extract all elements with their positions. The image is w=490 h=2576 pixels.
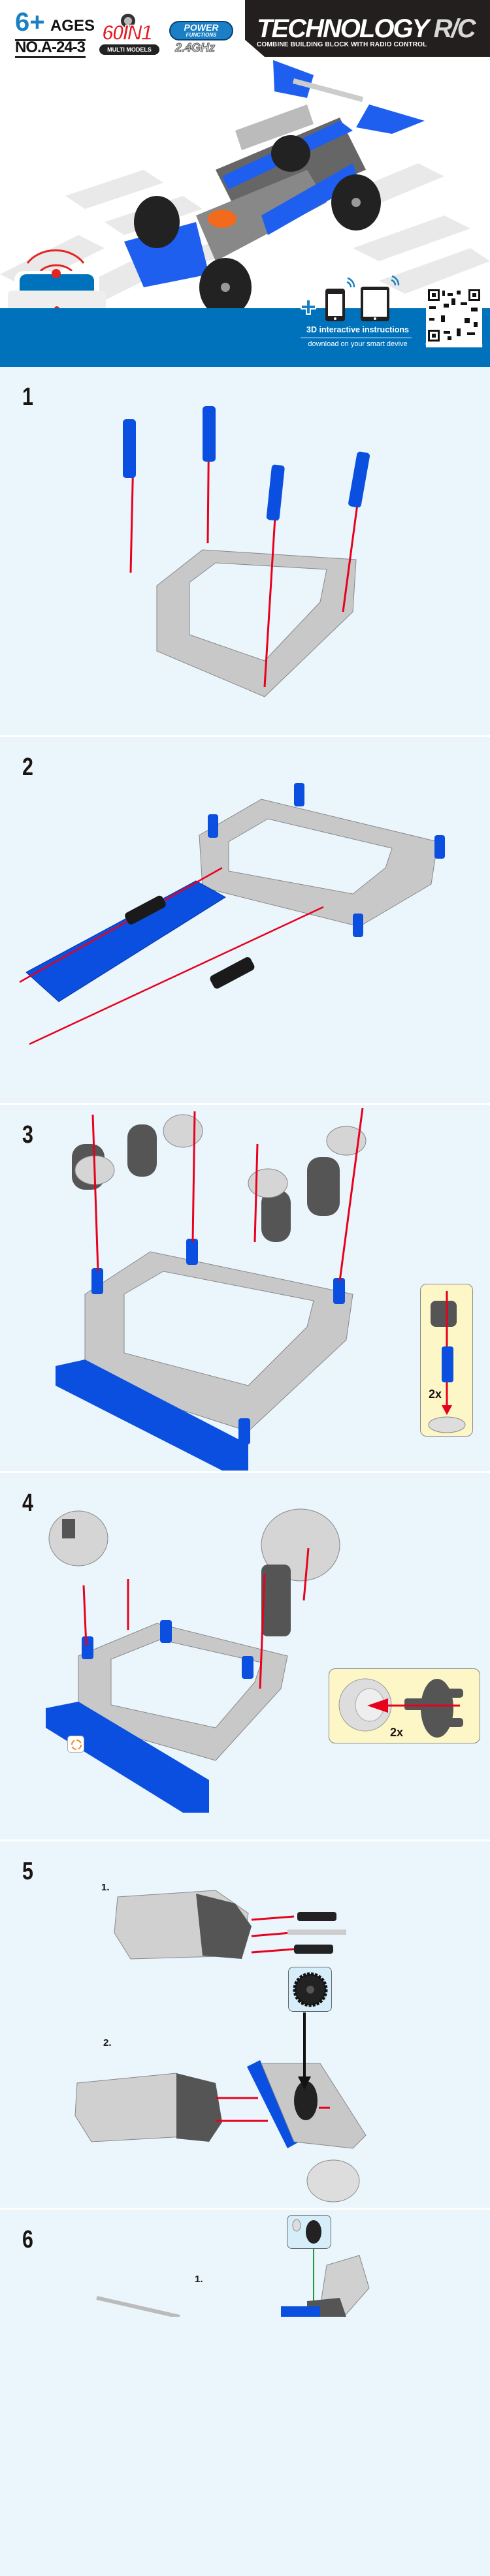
axle — [287, 1930, 346, 1935]
blue-beam — [46, 1702, 209, 1813]
functions-label: FUNCTIONS — [186, 32, 217, 38]
product-title: TECHNOLOGY R/C — [257, 14, 476, 44]
blue-beam — [281, 2306, 320, 2317]
quantity-label: 2x — [390, 1726, 404, 1739]
step-5-panel: 5 1. 2. — [0, 1839, 490, 2208]
parts-callout — [287, 2215, 331, 2249]
step-4-panel: 4 2x — [0, 1471, 490, 1839]
sub-step-2-label: 2. — [103, 2037, 112, 2048]
blue-pins — [123, 406, 370, 521]
qr-code[interactable] — [426, 287, 482, 347]
step-number: 6 — [22, 2226, 33, 2253]
bevel-gear — [294, 2081, 318, 2120]
race-car-illustration — [124, 60, 425, 317]
smartphone-icon — [325, 289, 345, 321]
title-rc: R/C — [433, 14, 476, 43]
models-count: 60IN1 — [101, 20, 153, 45]
tablet-icon — [361, 287, 389, 321]
step-4-diagram — [46, 1508, 340, 1813]
bush-and-gear-icon — [292, 2219, 321, 2244]
axle-connectors — [72, 1124, 340, 1242]
promo-headline: 3D interactive instructions — [306, 325, 409, 334]
power-label: POWER — [184, 22, 219, 33]
step-6-diagram — [96, 2249, 370, 2317]
rotate-model-button — [67, 1736, 84, 1753]
pin-connector-icon — [428, 1291, 466, 1433]
step-3-diagram — [56, 1107, 367, 1471]
gear-icon — [293, 1972, 328, 2007]
step-6-panel: 6 1. — [0, 2208, 490, 2576]
cover-header: 6+ AGES NO.A-24-3 60IN1 MULTI MODELS POW… — [0, 0, 490, 367]
sub-assembly-callout: 2x — [420, 1284, 473, 1437]
step-5-diagram — [74, 1890, 367, 2202]
signal-wave-icon — [26, 249, 85, 264]
step-1-panel: 1 — [0, 367, 490, 735]
black-connectors — [125, 895, 255, 989]
multi-models-badge: 60IN1 MULTI MODELS — [98, 12, 160, 57]
step-2-diagram — [19, 783, 445, 1045]
blue-beam — [25, 880, 226, 1002]
step-2-panel: 2 — [0, 735, 490, 1104]
step-1-diagram — [123, 405, 370, 697]
axle — [96, 2296, 180, 2317]
device-icons — [301, 275, 400, 321]
sub-step-1-label: 1. — [195, 2274, 203, 2285]
age-rating: 6+ AGES — [15, 8, 95, 41]
model-number: NO.A-24-3 — [15, 39, 86, 58]
wheel-logo-icon — [121, 14, 135, 28]
sub-step-1-label: 1. — [101, 1882, 110, 1893]
step-number: 4 — [22, 1489, 33, 1517]
step-number: 1 — [22, 383, 33, 411]
gear-callout — [288, 1967, 332, 2012]
frequency-label: 2.4GHz — [174, 41, 216, 55]
qr-code-icon — [428, 289, 480, 342]
product-subtitle: COMBINE BUILDING BLOCK WITH RADIO CONTRO… — [257, 41, 427, 48]
blue-beam — [247, 2060, 299, 2148]
step-3-panel: 3 2x — [0, 1103, 490, 1471]
differential-housings — [48, 1508, 340, 1582]
website-link[interactable]: WWW.SDLTOYS.COM — [425, 342, 483, 349]
title-main: TECHNOLOGY — [257, 14, 429, 43]
power-functions-badge: POWER FUNCTIONS — [169, 21, 233, 40]
rotate-icon — [71, 1740, 82, 1750]
sub-assembly-callout: 2x — [329, 1668, 480, 1743]
differential-icon — [338, 1678, 463, 1738]
step-number: 2 — [22, 754, 33, 781]
title-banner — [245, 0, 490, 57]
wifi-icon — [346, 275, 400, 288]
step-number: 3 — [22, 1121, 33, 1149]
quantity-label: 2x — [429, 1388, 442, 1401]
plus-icon — [301, 299, 316, 315]
blue-beam — [56, 1360, 248, 1471]
step-number: 5 — [22, 1858, 33, 1885]
promo-subline: download on your smart devive — [308, 340, 408, 348]
age-label: AGES — [50, 17, 95, 35]
age-number: 6+ — [15, 8, 45, 37]
models-label: MULTI MODELS — [99, 44, 159, 55]
